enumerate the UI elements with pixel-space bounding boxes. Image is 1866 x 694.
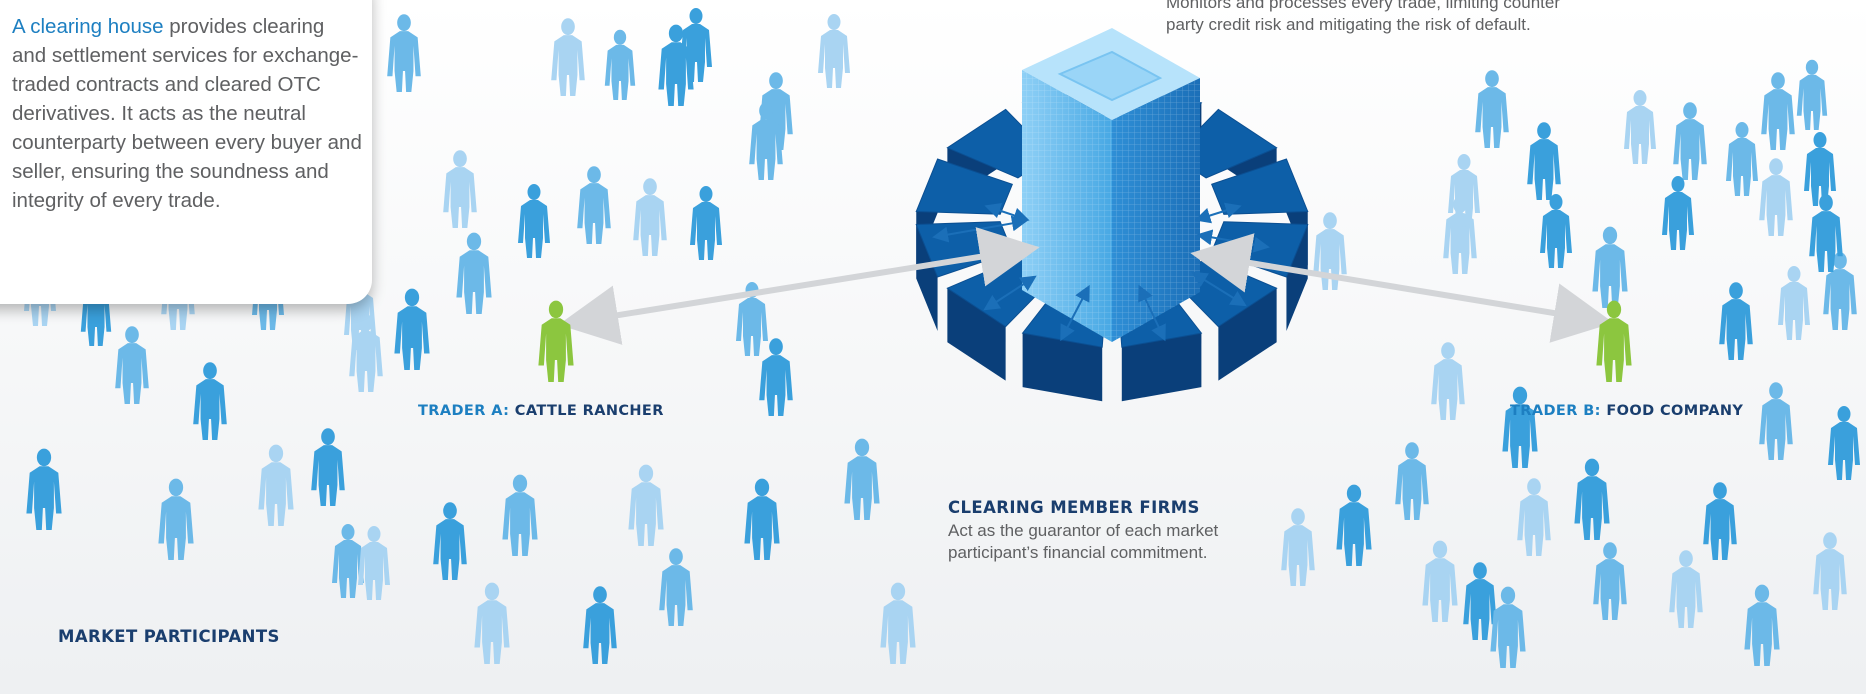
person-silhouette [880, 582, 916, 664]
top-note: Monitors and processes every trade, limi… [1166, 0, 1560, 36]
person-silhouette [1823, 252, 1857, 330]
clearing-house-text: provides clearing and settlement service… [12, 15, 362, 212]
trader-a-name: CATTLE RANCHER [514, 403, 664, 419]
person-silhouette [1281, 508, 1315, 586]
members-line1: Act as the guarantor of each market [948, 521, 1219, 540]
person-silhouette [1422, 540, 1458, 622]
person-silhouette [332, 524, 364, 598]
person-silhouette [1463, 562, 1497, 640]
trader-b-link-arrow [1190, 233, 1614, 343]
person-silhouette [1813, 532, 1847, 610]
clearing-house-callout: A clearing house provides clearing and s… [0, 0, 372, 304]
clearing-house-building [1022, 28, 1200, 342]
person-silhouette [1778, 266, 1810, 340]
clearing-house-description: A clearing house provides clearing and s… [12, 12, 362, 215]
trader-a-silhouette [538, 300, 574, 382]
trader-b-name: FOOD COMPANY [1606, 403, 1744, 419]
market-participants-crowd [24, 8, 1860, 668]
trader-b-label: TRADER B: FOOD COMPANY [1510, 403, 1743, 419]
person-silhouette [502, 474, 538, 556]
person-silhouette [1527, 122, 1561, 200]
person-silhouette [433, 502, 467, 580]
trader-b-figure [1596, 300, 1632, 382]
person-silhouette [1448, 154, 1480, 228]
person-silhouette [193, 362, 227, 440]
person-silhouette [518, 184, 550, 258]
top-note-line1: Monitors and processes every trade, limi… [1166, 0, 1561, 12]
person-silhouette [818, 14, 850, 88]
trader-a-figure [538, 300, 574, 382]
trader-b-prefix: TRADER B: [1510, 403, 1601, 419]
member-link-arrow [1194, 202, 1242, 224]
person-silhouette [358, 526, 390, 600]
person-silhouette [26, 448, 62, 530]
person-silhouette [1662, 176, 1694, 250]
person-silhouette [1624, 90, 1656, 164]
person-silhouette [744, 478, 780, 560]
person-silhouette [1828, 406, 1860, 480]
members-line2: participant’s financial commitment. [948, 543, 1208, 562]
person-silhouette [115, 326, 149, 404]
person-silhouette [1726, 122, 1758, 196]
person-silhouette [604, 29, 636, 100]
person-silhouette [583, 586, 617, 664]
person-silhouette [1395, 442, 1429, 520]
member-link-arrow [1060, 284, 1090, 342]
person-silhouette [1804, 132, 1836, 206]
person-silhouette [1502, 386, 1538, 468]
person-silhouette [1517, 478, 1551, 556]
person-silhouette [628, 464, 664, 546]
person-silhouette [456, 232, 492, 314]
person-silhouette [1336, 484, 1372, 566]
trader-a-link-arrow [558, 227, 1040, 345]
trader-a-prefix: TRADER A: [418, 403, 510, 419]
members-description: Act as the guarantor of each market part… [948, 520, 1218, 564]
person-silhouette [680, 8, 712, 82]
person-silhouette [1431, 342, 1465, 420]
trader-b-silhouette [1596, 300, 1632, 382]
person-silhouette [1719, 282, 1753, 360]
person-silhouette [474, 582, 510, 664]
person-silhouette [349, 314, 383, 392]
person-silhouette [158, 478, 194, 560]
market-participants-label: MARKET PARTICIPANTS [58, 627, 280, 646]
person-silhouette [311, 428, 345, 506]
person-silhouette [258, 444, 294, 526]
person-silhouette [1759, 382, 1793, 460]
person-silhouette [1574, 458, 1610, 540]
clearing-house-term: A clearing house [12, 15, 164, 38]
person-silhouette [1593, 542, 1627, 620]
trader-a-label: TRADER A: CATTLE RANCHER [418, 403, 664, 419]
members-title: CLEARING MEMBER FIRMS [948, 498, 1200, 517]
person-silhouette [1669, 550, 1703, 628]
person-silhouette [443, 150, 477, 228]
person-silhouette [1744, 584, 1780, 666]
person-silhouette [1703, 482, 1737, 560]
member-link-arrow [1138, 284, 1166, 342]
top-note-line2: party credit risk and mitigating the ris… [1166, 15, 1531, 34]
person-silhouette [1796, 59, 1828, 130]
person-silhouette [551, 18, 585, 96]
person-silhouette [659, 548, 693, 626]
person-silhouette [394, 288, 430, 370]
person-silhouette [1490, 586, 1526, 668]
person-silhouette [1761, 72, 1795, 150]
person-silhouette [387, 14, 421, 92]
person-silhouette [844, 438, 880, 520]
person-silhouette [1759, 158, 1793, 236]
person-silhouette [1673, 102, 1707, 180]
person-silhouette [1475, 70, 1509, 148]
person-silhouette [749, 102, 783, 180]
member-link-arrow [984, 202, 1030, 224]
